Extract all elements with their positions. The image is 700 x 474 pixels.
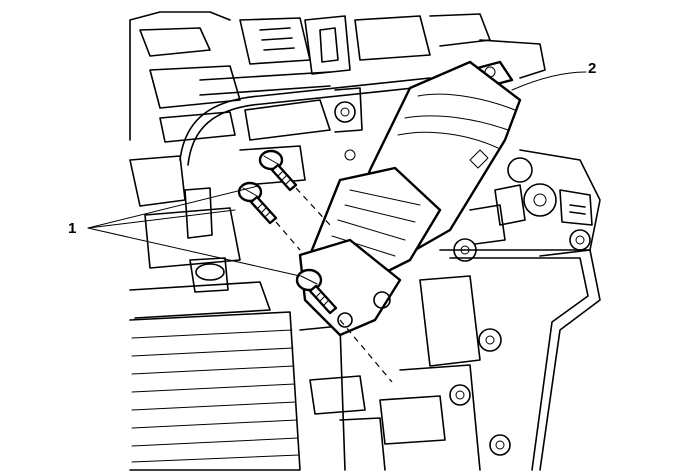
oil-filter-housing — [298, 60, 522, 337]
bolt-upper — [258, 149, 298, 192]
bolt-lower — [295, 268, 338, 315]
callout-leaders — [87, 71, 587, 277]
engine-block-background — [129, 11, 601, 471]
alignment-lines — [275, 187, 393, 383]
bolt-middle — [237, 181, 278, 225]
callout-2-label: 2 — [588, 60, 596, 77]
callout-1-label: 1 — [68, 220, 76, 237]
